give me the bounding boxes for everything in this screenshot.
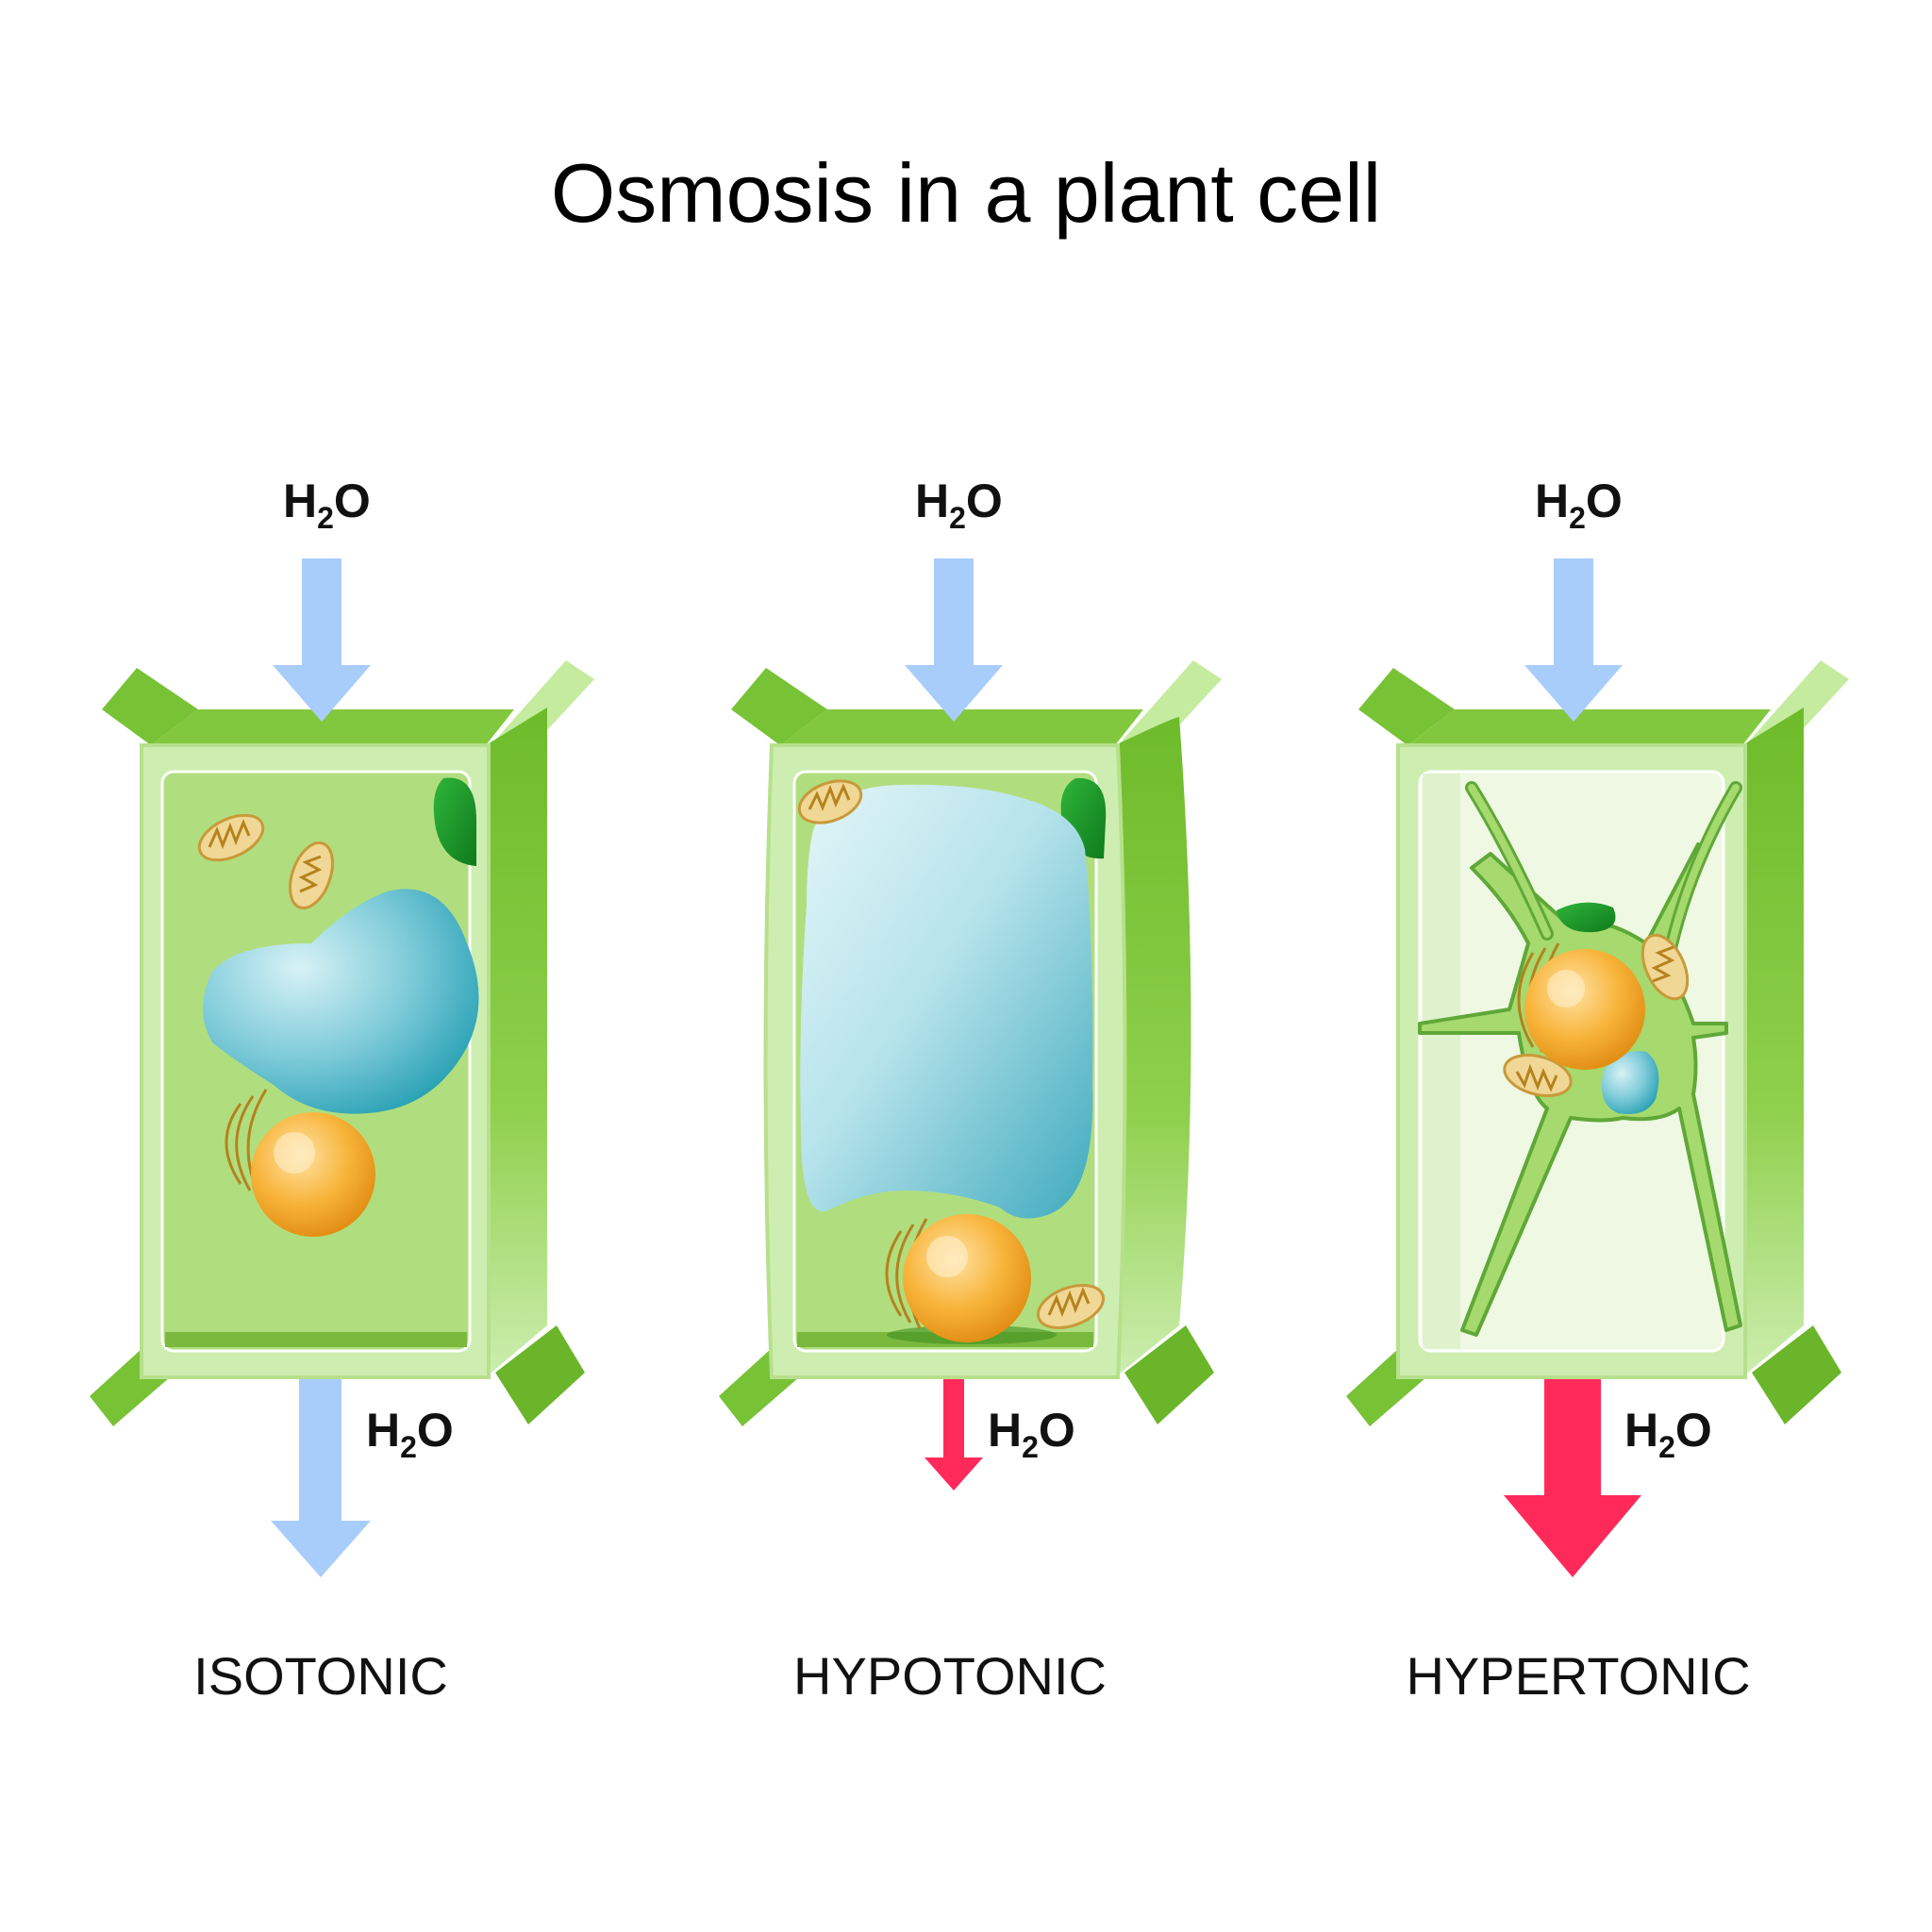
mitochondrion	[1641, 933, 1690, 1001]
nucleus	[1524, 949, 1645, 1070]
wall-side-face	[486, 708, 547, 1377]
wall-flap-bottom-right	[1124, 1325, 1214, 1424]
water-inflow-arrow	[273, 558, 371, 722]
mitochondrion	[1503, 1054, 1573, 1097]
protoplast-strand	[1468, 784, 1551, 938]
wall-flap-top-left	[731, 668, 827, 745]
water-out-label: H2O	[988, 1404, 1075, 1464]
protoplast-strand	[1666, 784, 1740, 957]
mitochondrion	[1036, 1284, 1106, 1329]
nucleus-highlight	[1547, 970, 1585, 1008]
water-out-label: H2O	[1624, 1404, 1712, 1464]
vacuole	[203, 889, 479, 1114]
cell-isotonic	[90, 660, 594, 1426]
cell-hypotonic	[719, 660, 1222, 1426]
wall-top-face	[1407, 709, 1771, 745]
wall-side-face	[1115, 717, 1191, 1377]
water-inflow-arrow	[905, 558, 1003, 722]
diagram-title: Osmosis in a plant cell	[551, 146, 1381, 240]
vacuole	[800, 784, 1093, 1219]
nucleus	[251, 1112, 375, 1237]
wall-flap-top-left	[102, 668, 198, 745]
condition-label-isotonic: ISOTONIC	[193, 1646, 448, 1706]
vacuole	[1601, 1051, 1659, 1114]
chloroplast	[433, 777, 476, 866]
cell-hypertonic	[1346, 660, 1849, 1426]
plasmolysis-shade	[1423, 774, 1460, 1349]
water-out-label: H2O	[366, 1404, 454, 1464]
water-outflow-arrow	[1504, 1379, 1641, 1577]
wall-flap-top-left	[1358, 668, 1455, 745]
mitochondrion	[797, 779, 863, 824]
wall-top-face	[151, 709, 514, 745]
nucleus-highlight	[274, 1132, 315, 1174]
mitochondrion	[197, 813, 265, 862]
water-outflow-arrow	[271, 1379, 371, 1577]
water-in-label: H2O	[915, 475, 1003, 535]
water-in-label: H2O	[1535, 475, 1623, 535]
condition-label-hypotonic: HYPOTONIC	[793, 1646, 1107, 1706]
wall-flap-bottom-right	[1752, 1325, 1841, 1424]
water-outflow-arrow	[924, 1379, 983, 1491]
mitochondrion	[289, 841, 334, 910]
chloroplast	[1557, 902, 1616, 933]
wall-top-face	[780, 709, 1143, 745]
cytoplasm-floor	[165, 1332, 467, 1347]
wall-side-face	[1742, 708, 1804, 1377]
water-in-label: H2O	[283, 475, 371, 535]
water-inflow-arrow	[1524, 558, 1623, 722]
nucleus	[903, 1214, 1031, 1342]
wall-flap-bottom-right	[495, 1325, 585, 1424]
condition-label-hypertonic: HYPERTONIC	[1406, 1646, 1750, 1706]
nucleus-highlight	[926, 1236, 968, 1277]
